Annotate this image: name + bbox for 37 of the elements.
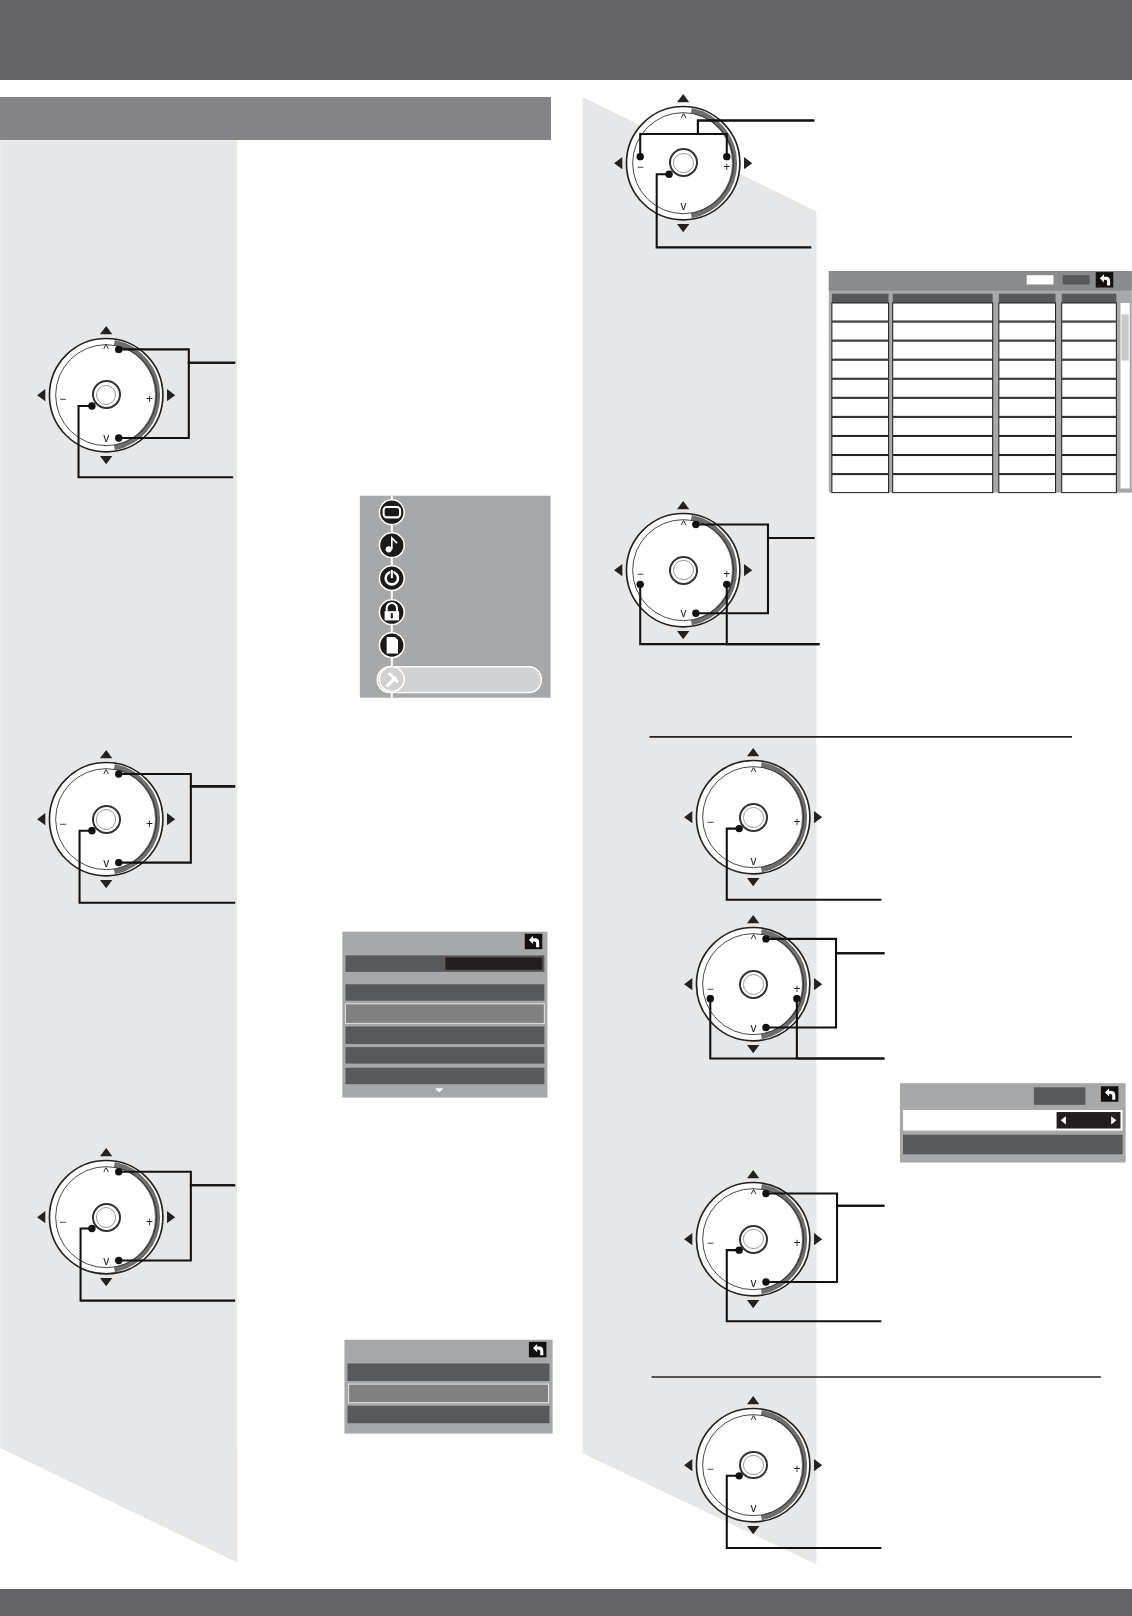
button-symbol: +	[139, 1211, 160, 1232]
button-symbol: +	[786, 1233, 808, 1254]
button-symbol: −	[52, 1211, 74, 1232]
button-symbol: −	[629, 563, 651, 585]
button-symbol: +	[139, 813, 160, 834]
button-symbol: +	[786, 978, 808, 999]
button-symbol: −	[700, 811, 721, 832]
button-symbol: +	[716, 156, 738, 178]
button-symbol: −	[629, 156, 651, 178]
button-symbol: v	[741, 853, 766, 869]
button-symbol: ^	[741, 1412, 766, 1427]
button-symbol: v	[671, 198, 696, 214]
button-symbol: +	[139, 388, 160, 410]
section-bar	[0, 97, 551, 140]
button-symbol: v	[741, 1501, 766, 1516]
button-symbol: ^	[741, 1186, 766, 1202]
button-symbol: ^	[671, 110, 696, 125]
button-symbol: −	[700, 1233, 721, 1254]
button-symbol: v	[93, 855, 119, 871]
button-symbol: −	[700, 1458, 721, 1480]
button-symbol: ^	[671, 517, 696, 532]
button-symbol: v	[741, 1020, 766, 1036]
button-symbol: ^	[93, 342, 119, 357]
button-symbol: v	[671, 606, 696, 621]
button-symbol: +	[786, 811, 808, 832]
button-symbol: −	[52, 813, 74, 834]
button-symbol: +	[786, 1458, 808, 1480]
button-symbol: ^	[93, 767, 119, 782]
button-symbol: −	[52, 388, 74, 410]
button-symbol: v	[93, 1253, 119, 1269]
button-symbol: ^	[741, 764, 766, 780]
button-symbol: ^	[741, 931, 766, 947]
button-symbol: v	[93, 430, 119, 446]
button-symbol: +	[716, 563, 738, 585]
button-symbol: ^	[93, 1164, 119, 1180]
button-symbol: v	[741, 1275, 766, 1290]
button-symbol: −	[700, 978, 721, 999]
